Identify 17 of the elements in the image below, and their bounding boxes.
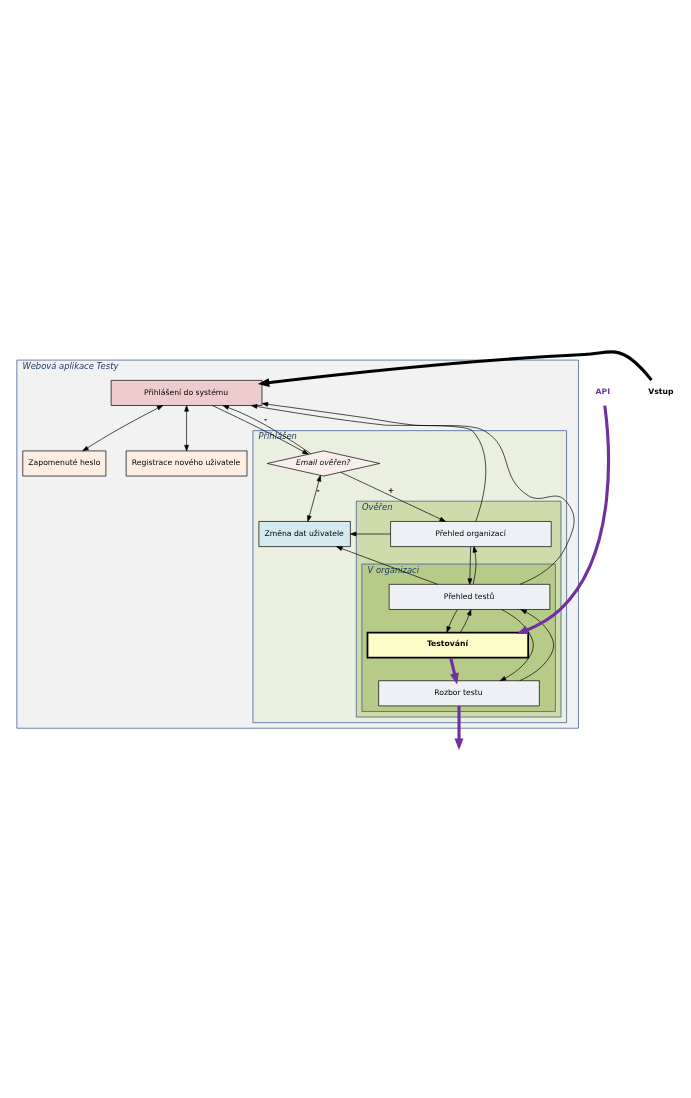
arrow	[460, 608, 472, 633]
arrow	[499, 608, 534, 681]
arrow	[336, 545, 438, 585]
arrow	[467, 546, 473, 585]
arrow	[251, 403, 487, 522]
arrow	[82, 404, 164, 451]
arrow	[257, 349, 653, 387]
arrow	[340, 471, 446, 522]
arrow	[261, 401, 575, 585]
arrow	[350, 531, 391, 536]
arrow	[449, 657, 459, 685]
arrow	[472, 545, 478, 584]
arrow	[519, 608, 554, 681]
arrow	[184, 404, 189, 451]
arrow	[516, 404, 611, 634]
arrow	[307, 474, 322, 522]
arrow	[446, 608, 458, 633]
